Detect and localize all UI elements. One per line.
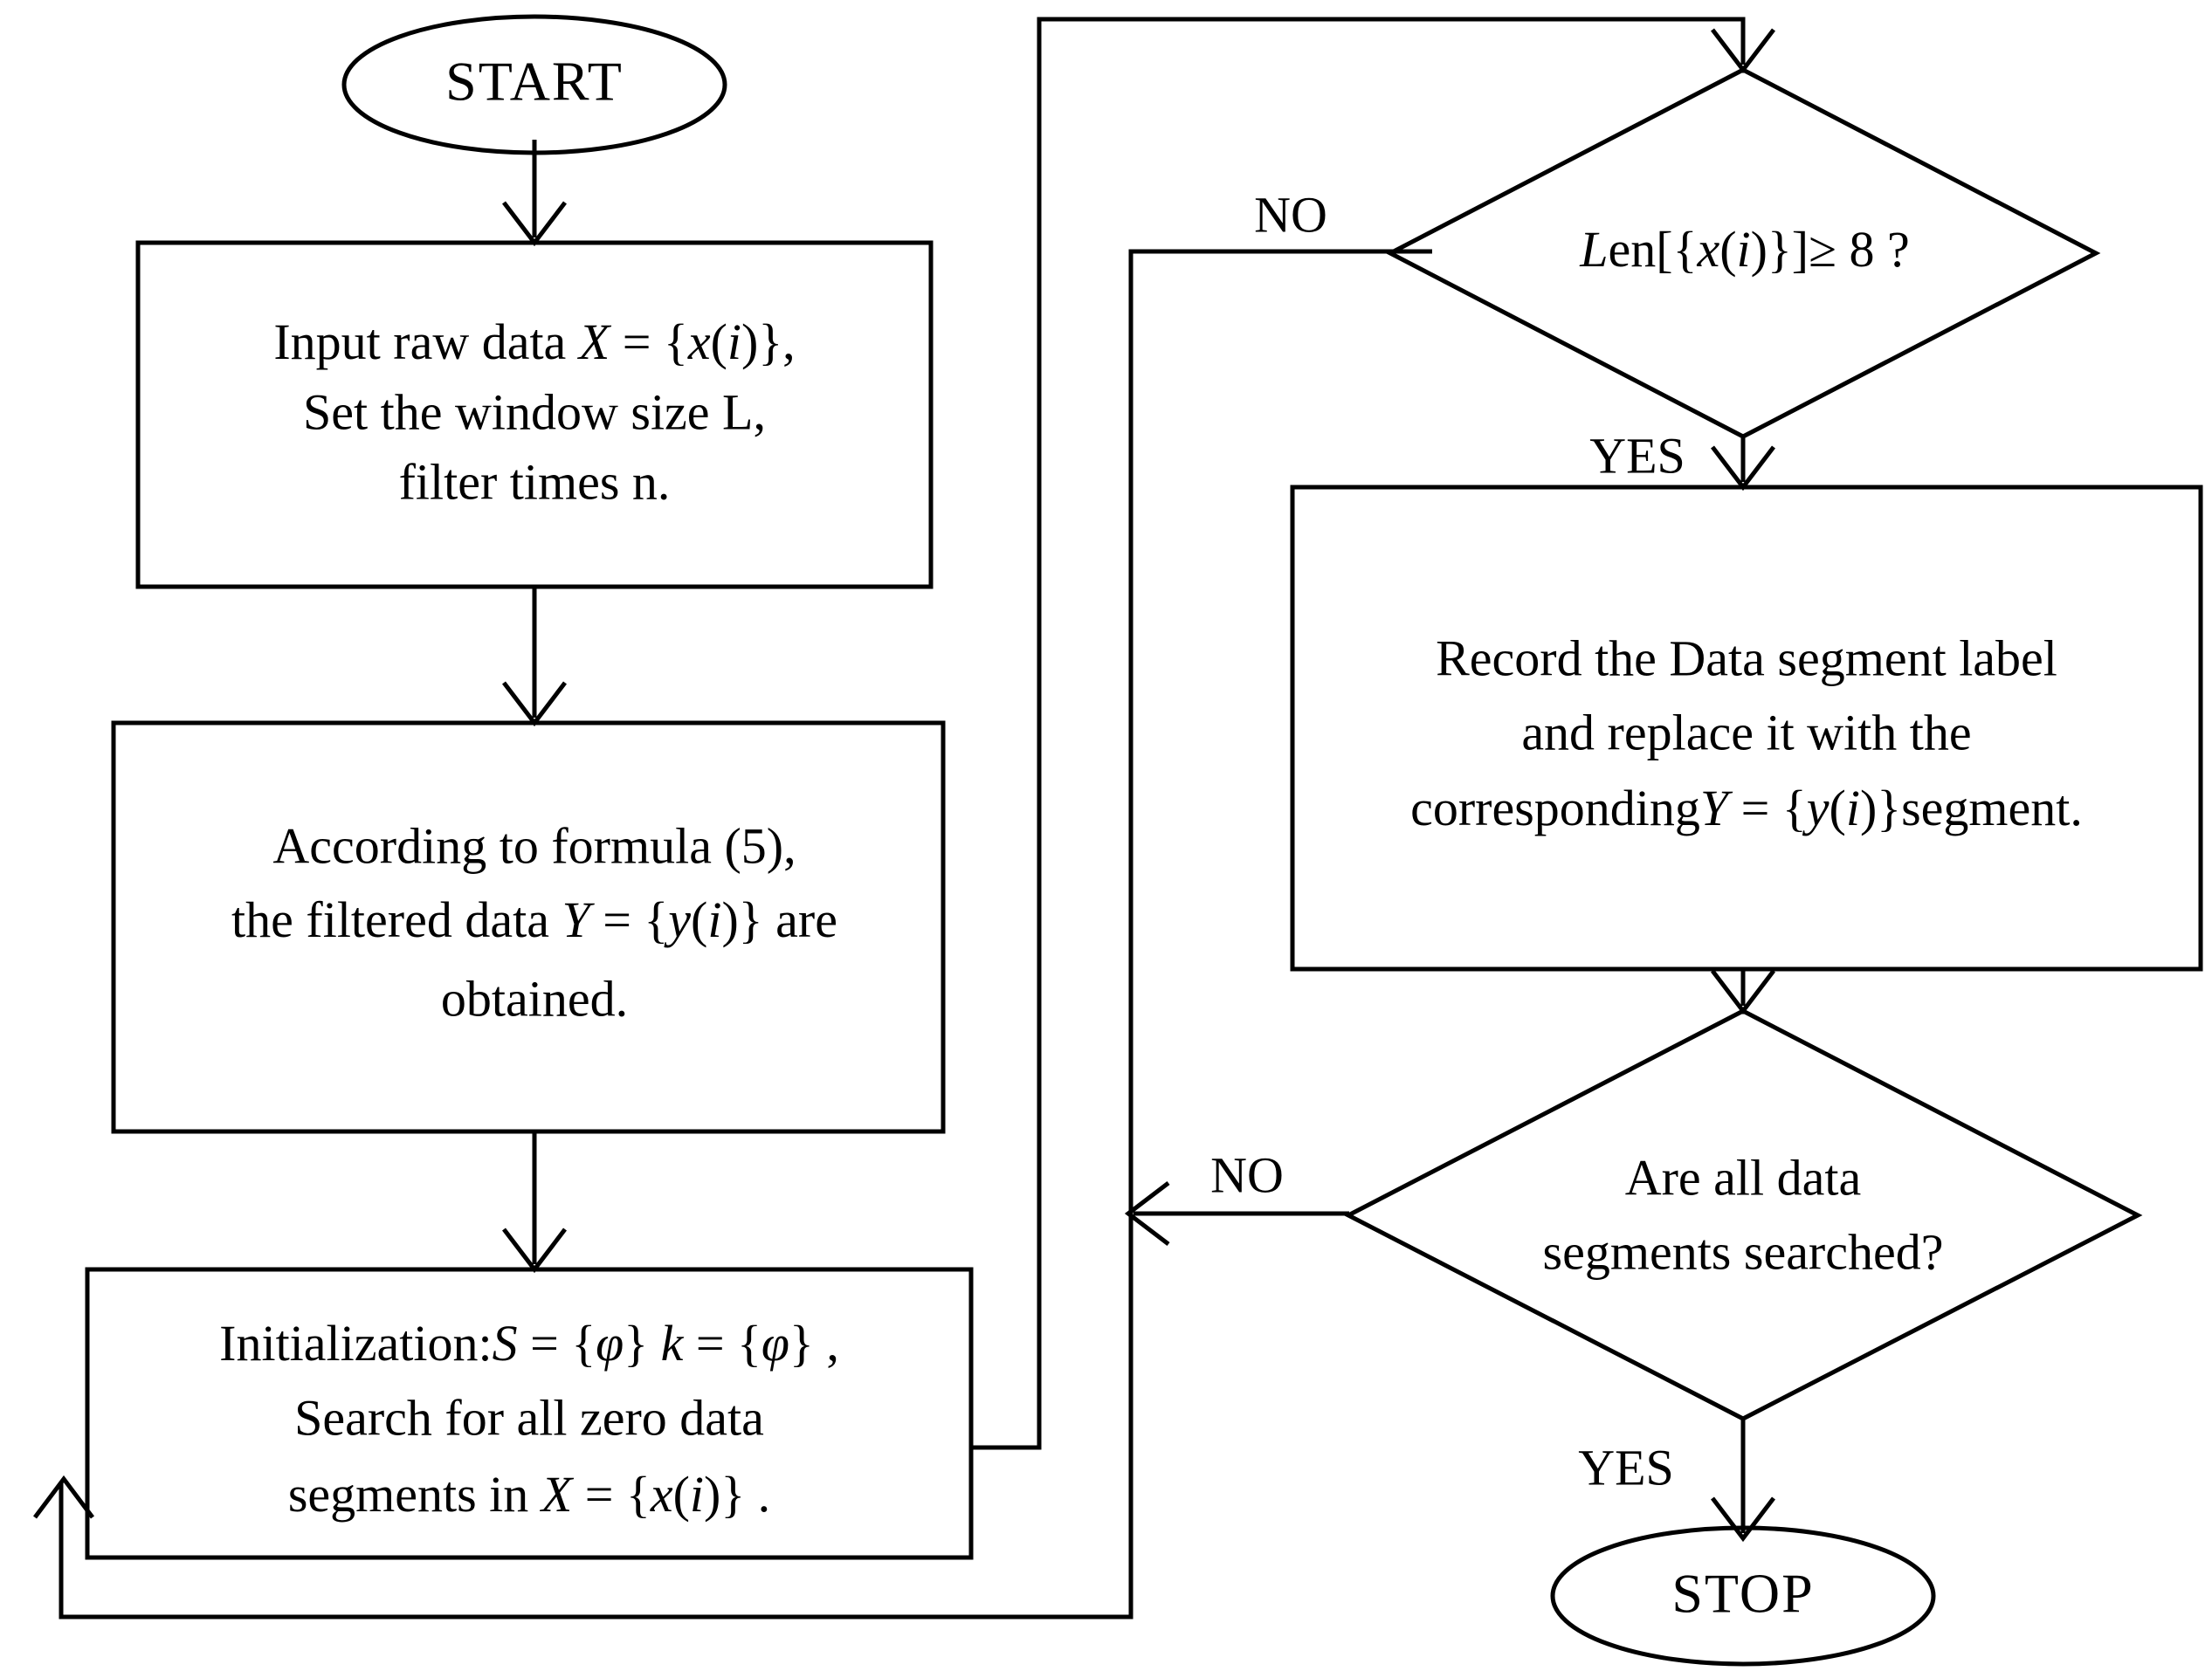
node-length-decision: Len[{x(i)}]≥ 8 ? [1385,67,2101,439]
start-label: START [445,51,624,113]
edge-input-to-filter [502,587,567,727]
edge-length-yes [1711,437,1775,492]
record-line-2: and replace it with the [1521,704,1971,760]
node-searched-decision: Are all data segments searched? [1343,1008,2143,1421]
input-line-2: Set the window size L, [303,383,766,440]
branch-label-length-no: NO [1254,186,1327,243]
node-init-box: Initialization:S = {φ} k = {φ} , Search … [85,1267,974,1560]
edge-searched-yes [1711,1419,1775,1543]
edge-length-no [33,249,1432,1620]
node-input-box: Input raw data X = {x(i)}, Set the windo… [135,240,934,589]
input-line-1: Input raw data X = {x(i)}, [273,313,795,370]
searched-line-2: segments searched? [1543,1223,1944,1280]
node-start: START [341,14,727,155]
node-stop: STOP [1550,1525,1936,1667]
input-line-3: filter times n. [399,453,671,510]
stop-label: STOP [1671,1563,1814,1625]
edge-searched-no [1124,1181,1349,1246]
length-decision-label: Len[{x(i)}]≥ 8 ? [1579,221,1909,278]
init-line-3: segments in X = {x(i)} . [288,1466,770,1523]
filter-line-3: obtained. [441,970,628,1027]
edge-record-to-searched [1711,969,1775,1015]
searched-line-1: Are all data [1625,1149,1862,1206]
record-line-1: Record the Data segment label [1436,629,2057,686]
init-line-1: Initialization:S = {φ} k = {φ} , [219,1315,839,1372]
record-line-3: correspondingY = {y(i)}segment. [1410,780,2083,836]
branch-label-length-yes: YES [1589,427,1685,484]
node-filter-box: According to formula (5), the filtered d… [111,720,946,1134]
filter-line-1: According to formula (5), [272,817,796,874]
branch-label-searched-yes: YES [1578,1439,1674,1496]
edge-start-to-input [502,140,567,247]
filter-line-2: the filtered data Y = {y(i)} are [231,891,837,948]
edge-filter-to-init [502,1131,567,1274]
init-line-2: Search for all zero data [294,1389,764,1446]
node-record-box: Record the Data segment label and replac… [1290,485,2203,972]
branch-label-searched-no: NO [1210,1146,1284,1203]
